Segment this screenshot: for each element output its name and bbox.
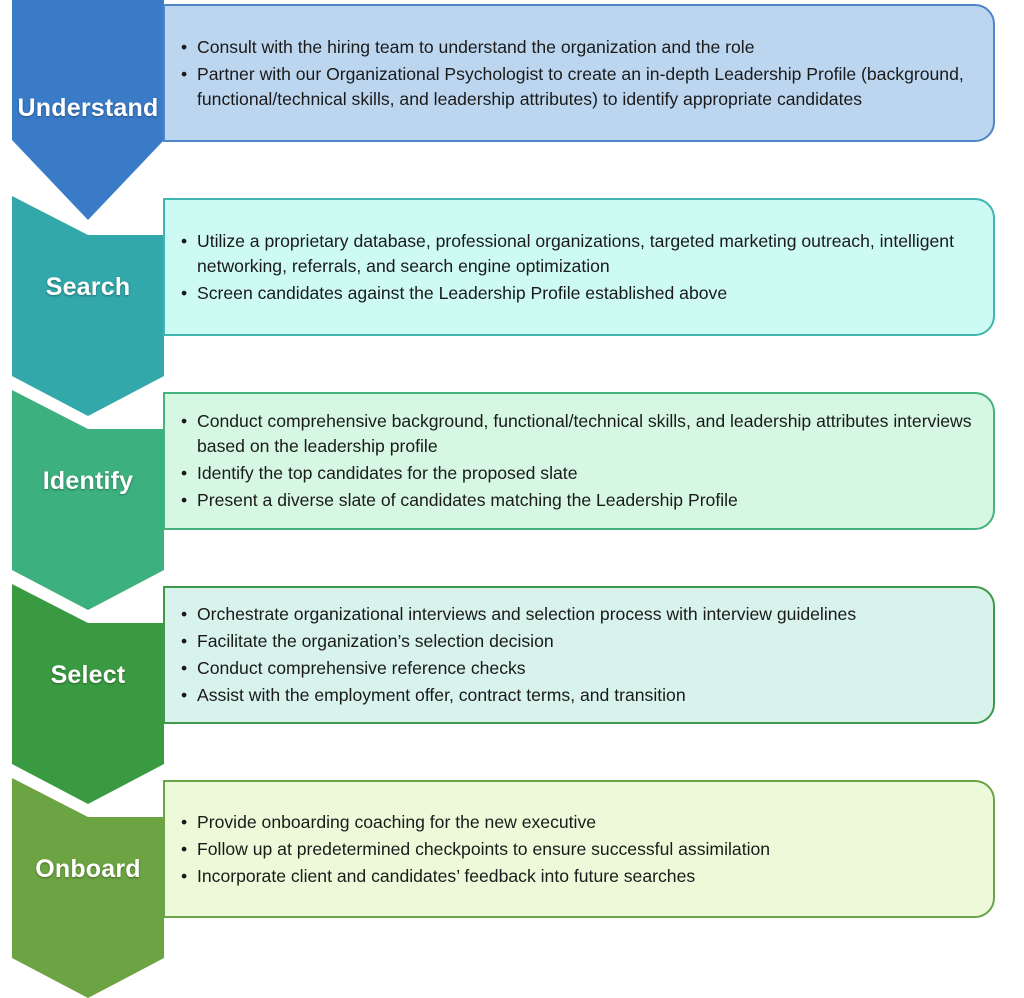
- stage-understand-bullets: Consult with the hiring team to understa…: [175, 33, 981, 114]
- bullet-item: Follow up at predetermined checkpoints t…: [175, 837, 981, 862]
- stage-search-bullets: Utilize a proprietary database, professi…: [175, 227, 981, 308]
- stage-onboard-chevron: Onboard: [12, 778, 164, 998]
- stage-select-label: Select: [50, 660, 126, 689]
- bullet-item: Assist with the employment offer, contra…: [175, 683, 981, 708]
- stage-search-label: Search: [45, 272, 131, 301]
- stage-search-chevron: Search: [12, 196, 164, 416]
- stage-understand-label: Understand: [17, 93, 159, 122]
- bullet-item: Utilize a proprietary database, professi…: [175, 229, 981, 279]
- bullet-item: Orchestrate organizational interviews an…: [175, 602, 981, 627]
- bullet-item: Consult with the hiring team to understa…: [175, 35, 981, 60]
- stage-onboard-box: Provide onboarding coaching for the new …: [163, 780, 995, 918]
- bullet-item: Present a diverse slate of candidates ma…: [175, 488, 981, 513]
- stage-identify-bullets: Conduct comprehensive background, functi…: [175, 407, 981, 515]
- bullet-item: Provide onboarding coaching for the new …: [175, 810, 981, 835]
- stage-select-box: Orchestrate organizational interviews an…: [163, 586, 995, 724]
- bullet-item: Facilitate the organization’s selection …: [175, 629, 981, 654]
- stage-search-box: Utilize a proprietary database, professi…: [163, 198, 995, 336]
- stage-onboard-label: Onboard: [35, 854, 141, 883]
- stage-understand-chevron: Understand: [12, 0, 164, 220]
- stage-identify-box: Conduct comprehensive background, functi…: [163, 392, 995, 530]
- bullet-item: Partner with our Organizational Psycholo…: [175, 62, 981, 112]
- stage-identify-label: Identify: [42, 466, 134, 495]
- stage-identify-chevron: Identify: [12, 390, 164, 610]
- bullet-item: Conduct comprehensive reference checks: [175, 656, 981, 681]
- stage-select-bullets: Orchestrate organizational interviews an…: [175, 600, 981, 710]
- bullet-item: Conduct comprehensive background, functi…: [175, 409, 981, 459]
- stage-understand-box: Consult with the hiring team to understa…: [163, 4, 995, 142]
- stage-onboard-bullets: Provide onboarding coaching for the new …: [175, 808, 981, 891]
- bullet-item: Screen candidates against the Leadership…: [175, 281, 981, 306]
- stage-select-chevron: Select: [12, 584, 164, 804]
- bullet-item: Incorporate client and candidates’ feedb…: [175, 864, 981, 889]
- bullet-item: Identify the top candidates for the prop…: [175, 461, 981, 486]
